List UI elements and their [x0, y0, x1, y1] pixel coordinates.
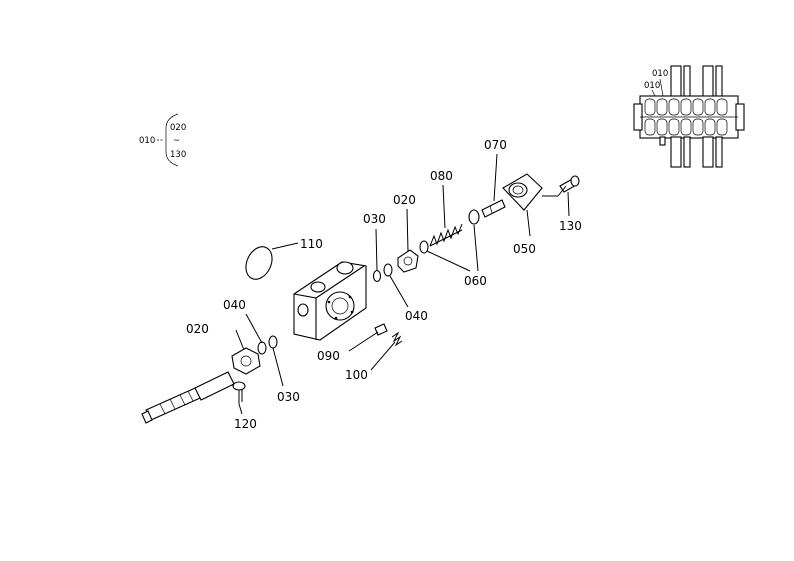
- oring-110: [245, 246, 273, 280]
- label-110: 110: [300, 237, 323, 251]
- label-100: 100: [345, 368, 368, 382]
- label-130: 130: [559, 219, 582, 233]
- legend-bracket: [165, 113, 179, 167]
- spring-080: [429, 223, 463, 247]
- label-020-left: 020: [186, 322, 209, 336]
- label-020-right: 020: [393, 193, 416, 207]
- spacer-070: [481, 199, 506, 218]
- bolt-120: [232, 381, 246, 404]
- spool-cover-right: [397, 249, 419, 273]
- legend-range-start: 020: [170, 123, 186, 133]
- overview-label-010-b: 010: [644, 81, 660, 91]
- label-120: 120: [234, 417, 257, 431]
- spring-seat-060-b: [468, 209, 480, 225]
- legend-range-separator: ~: [173, 136, 180, 146]
- label-040-right: 040: [405, 309, 428, 323]
- spool: [141, 371, 235, 424]
- valve-assembly-overview: 010 010: [633, 65, 745, 168]
- label-040-left: 040: [223, 298, 246, 312]
- label-030-left: 030: [277, 390, 300, 404]
- spring-seat-060-a: [419, 240, 429, 254]
- label-080: 080: [430, 169, 453, 183]
- legend-range-end: 130: [170, 150, 186, 160]
- spring-100: [391, 331, 403, 347]
- seal-040-right: [383, 263, 393, 277]
- spool-cover-left: [231, 347, 261, 375]
- legend-range: 010 020 ~ 130: [139, 113, 186, 167]
- valve-body: [293, 261, 367, 341]
- seal-040-left: [257, 341, 267, 355]
- overview-label-010: 010: [652, 69, 668, 79]
- label-090: 090: [317, 349, 340, 363]
- oring-030-left: [268, 335, 278, 349]
- oring-030-right: [372, 269, 382, 283]
- leader-lines: [235, 153, 570, 415]
- cap-050: [502, 173, 543, 211]
- label-060: 060: [464, 274, 487, 288]
- legend-main-number: 010: [139, 136, 155, 146]
- label-030-right: 030: [363, 212, 386, 226]
- label-070: 070: [484, 138, 507, 152]
- label-050: 050: [513, 242, 536, 256]
